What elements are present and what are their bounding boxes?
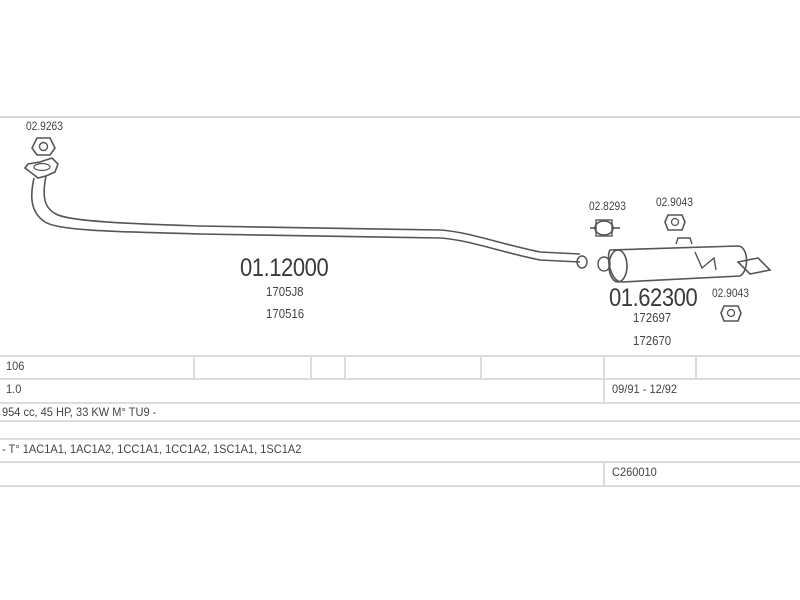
years-cell: 09/91 - 12/92 [612,382,678,396]
front-pipe-ref2: 170516 [266,306,305,321]
table-divider [310,355,312,378]
specs-cell: 954 cc, 45 HP, 33 KW M° TU9 - [2,405,157,419]
table-line [0,485,800,487]
rear-silencer-number: 01.62300 [609,284,698,312]
front-pipe-icon [23,157,588,269]
clamp-label: 02.8293 [589,199,626,213]
table-divider [193,355,195,378]
table-divider [344,355,346,378]
model-cell: 106 [6,359,25,373]
front-gasket-label: 02.9263 [26,119,63,133]
engine-cell: 1.0 [6,382,22,396]
rear-silencer-icon [597,237,772,283]
types-cell: - T° 1AC1A1, 1AC1A2, 1CC1A1, 1CC1A2, 1SC… [2,442,302,456]
table-line [0,378,800,380]
table-divider [603,461,605,485]
front-gasket-icon [31,137,56,156]
table-line [0,420,800,422]
table-divider [480,355,482,378]
rubber-mount-top-icon [664,214,686,231]
table-line [0,438,800,440]
front-pipe-number: 01.12000 [240,254,329,282]
rubber-mount-bottom-label: 02.9043 [712,286,749,300]
table-divider [695,355,697,378]
code-cell: C260010 [612,465,657,479]
table-line [0,402,800,404]
rubber-mount-bottom-icon [720,305,742,322]
table-line [0,355,800,357]
table-line [0,461,800,463]
clamp-icon [590,219,620,237]
rear-silencer-ref1: 172697 [633,310,672,325]
front-pipe-ref1: 1705J8 [266,284,304,299]
rear-silencer-ref2: 172670 [633,333,672,348]
table-divider [603,355,605,402]
rubber-mount-top-label: 02.9043 [656,195,693,209]
